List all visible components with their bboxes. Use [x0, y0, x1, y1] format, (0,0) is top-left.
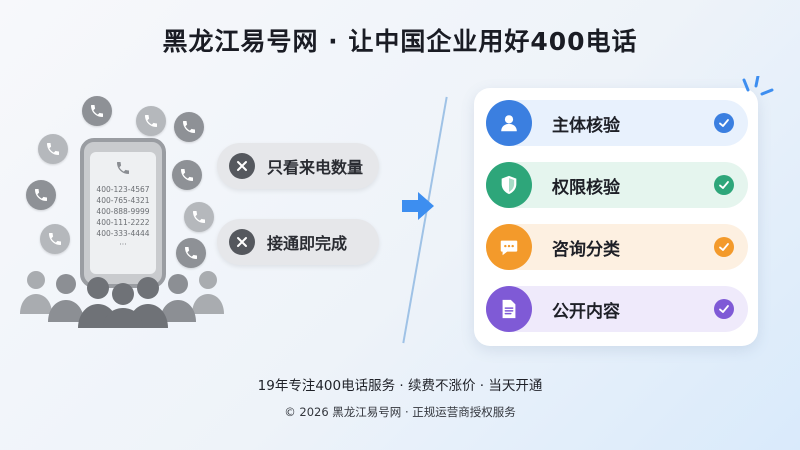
phone-call-icon [26, 180, 56, 210]
document-icon [486, 286, 532, 332]
checklist-item: 权限核验 [486, 162, 748, 208]
check-icon [714, 237, 734, 257]
call-number: 400-123-4567 [96, 185, 150, 194]
chat-icon [486, 224, 532, 270]
sparkle-icon [742, 76, 774, 96]
checklist-item: 公开内容 [486, 286, 748, 332]
crowd-people-icon [20, 271, 224, 328]
arrow-right-icon [402, 192, 434, 220]
check-icon [714, 175, 734, 195]
checklist-label: 权限核验 [552, 177, 620, 198]
checklist-label: 公开内容 [552, 301, 620, 322]
person-icon [486, 100, 532, 146]
footer-tagline: 19年专注400电话服务 · 续费不涨价 · 当天开通 [257, 378, 543, 394]
phone-crowd-illustration: 400-123-4567 400-765-4321 400-888-9999 4… [18, 88, 228, 328]
footer-copyright: © 2026 黑龙江易号网 · 正规运营商授权服务 [284, 405, 516, 419]
phone-handset-icon [90, 152, 156, 184]
phone-call-icon [38, 134, 68, 164]
checklist-item: 咨询分类 [486, 224, 748, 270]
call-number: 400-333-4444 [96, 229, 150, 238]
checklist-card: 主体核验 权限核验 咨询分类 公开内容 [474, 88, 758, 346]
phone-call-icon [172, 160, 202, 190]
phone-call-icon [40, 224, 70, 254]
smartphone: 400-123-4567 400-765-4321 400-888-9999 4… [80, 138, 166, 288]
phone-screen: 400-123-4567 400-765-4321 400-888-9999 4… [90, 152, 156, 274]
check-icon [714, 299, 734, 319]
phone-call-icon [176, 238, 206, 268]
problem-pill: 只看来电数量 [217, 143, 379, 189]
checklist-item: 主体核验 [486, 100, 748, 146]
shield-icon [486, 162, 532, 208]
problem-label: 只看来电数量 [267, 158, 364, 177]
problem-pill: 接通即完成 [217, 219, 379, 265]
phone-call-icon [174, 112, 204, 142]
more-indicator: ··· [119, 240, 127, 249]
phone-call-icon [82, 96, 112, 126]
call-number: 400-765-4321 [96, 196, 150, 205]
phone-call-icon [136, 106, 166, 136]
phone-call-icon [184, 202, 214, 232]
x-icon [229, 153, 255, 179]
call-number: 400-111-2222 [96, 218, 150, 227]
checklist-label: 主体核验 [552, 115, 620, 136]
problem-label: 接通即完成 [267, 234, 348, 253]
page-title: 黑龙江易号网 · 让中国企业用好400电话 [162, 27, 638, 56]
check-icon [714, 113, 734, 133]
checklist-label: 咨询分类 [552, 239, 620, 260]
x-icon [229, 229, 255, 255]
call-number: 400-888-9999 [96, 207, 150, 216]
